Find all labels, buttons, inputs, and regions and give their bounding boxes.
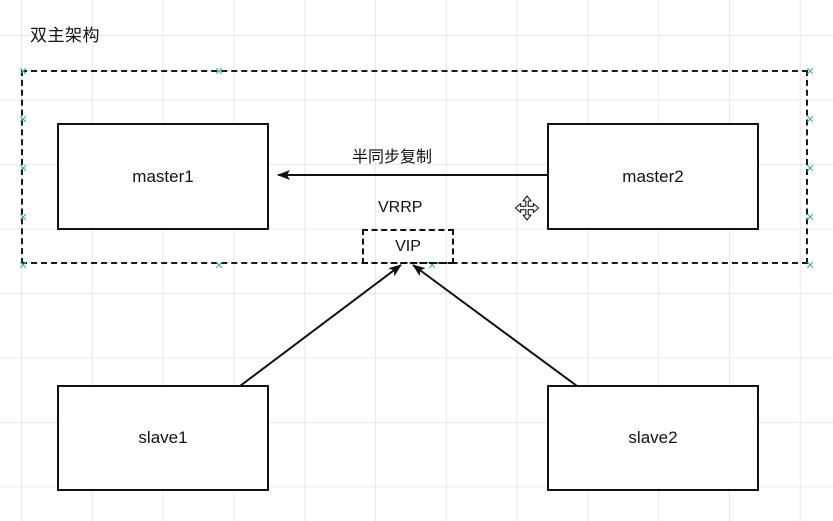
node-slave1-label: slave1 [138,428,188,447]
edge-slave1-vip-line [239,264,402,387]
handle-bottom-center[interactable] [215,262,224,271]
handle-left-3[interactable] [19,214,28,223]
edge-label-replication: 半同步复制 [352,149,433,166]
handle-right-3[interactable] [806,214,815,223]
handle-top-center[interactable] [215,68,224,77]
node-vip[interactable]: VIP [362,229,454,264]
node-master2-label: master2 [622,166,684,186]
handle-left-2[interactable] [19,165,28,174]
handle-top-left[interactable] [19,68,28,77]
node-master1[interactable]: master1 [57,123,269,230]
edge-label-vrrp: VRRP [378,199,423,216]
node-slave2-label: slave2 [628,428,678,447]
node-slave1[interactable]: slave1 [57,385,269,491]
handle-bottom-right[interactable] [806,262,815,271]
handle-right-1[interactable] [806,116,815,125]
handle-right-2[interactable] [806,165,815,174]
move-cursor-icon [514,195,540,221]
node-vip-label: VIP [395,237,421,255]
edge-slave2-vip-line [412,264,578,387]
handle-left-1[interactable] [19,116,28,125]
handle-top-right[interactable] [806,68,815,77]
node-master1-label: master1 [132,166,194,186]
node-slave2[interactable]: slave2 [547,385,759,491]
node-master2[interactable]: master2 [547,123,759,230]
handle-bottom-left[interactable] [19,262,28,271]
page-title: 双主架构 [30,26,100,45]
